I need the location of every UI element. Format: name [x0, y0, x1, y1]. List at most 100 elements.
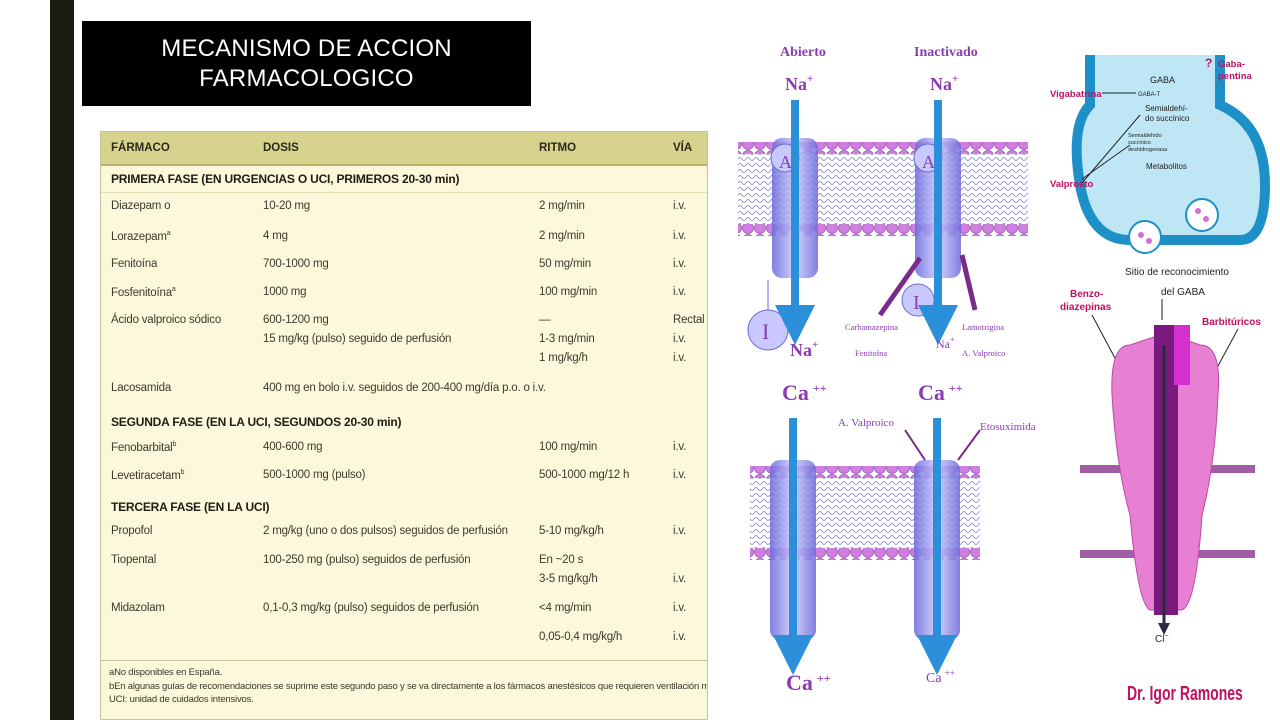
cell-dose: 2 mg/kg (uno o dos pulsos) seguidos de p… [263, 525, 508, 537]
label-fenitoina: Fenitoína [855, 348, 887, 358]
gaba-molecule [1138, 232, 1144, 238]
cell-dose: 700-1000 mg [263, 258, 329, 270]
gaba-receptor-right-subunit [1171, 334, 1220, 611]
header-dose: DOSIS [263, 142, 299, 154]
label-valproato: Valproato [1050, 179, 1093, 190]
cell-rate: 5-10 mg/kg/h [539, 525, 604, 537]
cell-drug: Midazolam [111, 602, 165, 614]
cell-drug: Tiopental [111, 554, 157, 566]
gaba-molecule [1203, 216, 1209, 222]
drug-arrow-etosuximida [957, 429, 981, 461]
label-gabapentina-2: pentina [1218, 71, 1252, 82]
phase-3-heading: TERCERA FASE (EN LA UCI) [111, 500, 270, 514]
cell-dose: 1000 mg [263, 286, 307, 298]
cell-rate: 2 mg/min [539, 230, 585, 242]
cell-drug: Lorazepama [111, 230, 171, 243]
cell-dose: 400 mg en bolo i.v. seguidos de 200-400 … [263, 382, 546, 394]
cell-drug: Fosfenitoínaa [111, 286, 176, 299]
cell-drug-text: Fosfenitoína [111, 286, 172, 299]
phase-2-heading: SEGUNDA FASE (EN LA UCI, SEGUNDOS 20-30 … [111, 415, 402, 429]
synaptic-vesicle [1185, 198, 1219, 232]
slide-title: MECANISMO DE ACCION FARMACOLOGICO [82, 21, 531, 106]
cell-rate: 1-3 mg/min [539, 333, 595, 345]
header-route: VÍA [673, 142, 693, 154]
cell-rate: 100 mg/min [539, 441, 598, 453]
cell-drug: Fenobarbitalb [111, 441, 176, 454]
cell-route: i.v. [673, 352, 687, 364]
phase-1-heading: PRIMERA FASE (EN URGENCIAS O UCI, PRIMER… [111, 172, 460, 186]
cell-rate: 100 mg/min [539, 286, 598, 298]
cell-dose: 0,1-0,3 mg/kg (pulso) seguidos de perfus… [263, 602, 479, 614]
cell-rate: 50 mg/min [539, 258, 591, 270]
table-header: FÁRMACO DOSIS RITMO VÍA [101, 132, 707, 166]
gate-i-inactivated: I [913, 292, 920, 314]
arrow-valproato-2 [1081, 114, 1141, 184]
cell-route: i.v. [673, 286, 687, 298]
footnote-uci: UCI: unidad de cuidados intensivos. [109, 694, 254, 705]
label-na-top-open: Na+ [785, 73, 813, 94]
gaba-receptor-left-subunit [1111, 334, 1161, 611]
cell-rate: — [539, 314, 551, 326]
cell-route: i.v. [673, 441, 687, 453]
gaba-molecule [1195, 208, 1201, 214]
label-recognition-2: del GABA [1161, 287, 1205, 298]
label-chloride: Cl− [1155, 633, 1169, 645]
cell-drug: Ácido valproico sódico [111, 314, 222, 326]
label-ca-bottom-right: Ca++ [926, 668, 955, 686]
cell-route: i.v. [673, 631, 687, 643]
header-rate: RITMO [539, 142, 577, 154]
label-na-bottom-inactivated: Na+ [936, 335, 955, 351]
label-metabolitos: Metabolitos [1146, 162, 1187, 171]
cell-drug-text: Fenobarbital [111, 441, 173, 454]
barbiturate-site [1174, 325, 1190, 385]
gate-a-open: A [779, 152, 792, 172]
cell-route: i.v. [673, 200, 687, 212]
cell-dose: 600-1200 mg [263, 314, 329, 326]
cell-rate: En ~20 s [539, 554, 584, 566]
cell-route: i.v. [673, 230, 687, 242]
slide-title-line2: FARMACOLOGICO [199, 64, 414, 92]
row-divider [101, 192, 707, 193]
label-na-bottom-open: Na+ [790, 339, 818, 360]
chloride-arrow-head [1158, 623, 1170, 635]
label-inactivado: Inactivado [914, 45, 978, 60]
label-gaba-terminal: GABA [1150, 75, 1175, 85]
cell-rate: 0,05-0,4 mg/kg/h [539, 631, 623, 643]
cell-rate: 500-1000 mg/12 h [539, 469, 630, 481]
cell-dose: 400-600 mg [263, 441, 323, 453]
cell-dose: 4 mg [263, 230, 288, 242]
cell-drug: Diazepam o [111, 200, 171, 212]
cell-route: i.v. [673, 573, 687, 585]
cell-route: i.v. [673, 333, 687, 345]
label-dehydrogenase-1: Semialdehído [1128, 133, 1162, 139]
label-carbamazepina: Carbamazepina [845, 322, 898, 332]
cell-rate: 3-5 mg/kg/h [539, 573, 598, 585]
label-vigabatrina: Vigabatrina [1050, 89, 1102, 100]
drug-arrow-lamotrigina [959, 254, 978, 311]
cell-footnote-marker: a [166, 230, 171, 237]
label-recognition-1: Sitio de reconocimiento [1125, 267, 1229, 278]
label-semialdehido-1: Semialdehí- [1145, 104, 1188, 113]
footnote-a: aNo disponibles en España. [109, 667, 223, 678]
cell-drug: Fenitoína [111, 258, 158, 270]
synaptic-vesicle [1128, 220, 1162, 254]
label-dehydrogenase-3: deshidrogenasa [1128, 147, 1168, 153]
label-lamotrigina: Lamotrigina [962, 322, 1004, 332]
ion-channel-diagram: Abierto Inactivado Na+ Na+ Na+ Na+ A A I… [738, 45, 1036, 695]
table-footnotes: aNo disponibles en España. bEn algunas g… [109, 666, 707, 707]
cell-drug-text: Levetiracetam [111, 469, 181, 482]
label-abierto: Abierto [780, 45, 826, 60]
cell-dose: 100-250 mg (pulso) seguidos de perfusión [263, 554, 471, 566]
label-etosuximida: Etosuximida [980, 421, 1036, 433]
label-dehydrogenase-2: succínico [1128, 140, 1151, 146]
label-semialdehido-2: do succínico [1145, 114, 1190, 123]
label-barbituricos: Barbitúricos [1202, 317, 1261, 328]
drug-arrow-carbamazepina [877, 256, 923, 317]
label-gabapentina-1: Gaba- [1218, 59, 1245, 70]
cell-rate: 1 mg/kg/h [539, 352, 588, 364]
footnote-divider [101, 660, 707, 661]
gaba-molecule [1146, 238, 1152, 244]
cell-drug-text: Lorazepam [111, 230, 167, 243]
cell-footnote-marker: a [171, 286, 176, 293]
cell-footnote-marker: b [180, 469, 185, 476]
